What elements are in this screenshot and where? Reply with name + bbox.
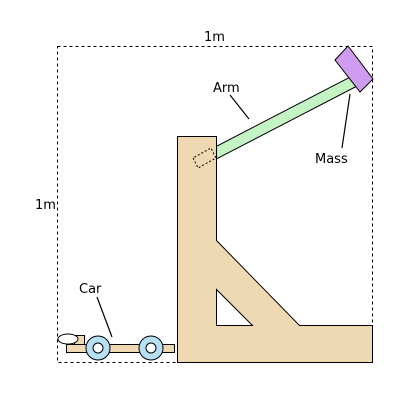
car-leader-line xyxy=(96,296,113,338)
car-label: Car xyxy=(79,282,102,297)
width-dimension-label: 1m xyxy=(204,30,225,45)
car-body xyxy=(66,344,175,353)
mass-label: Mass xyxy=(315,152,348,167)
mass-leader-line xyxy=(341,93,351,149)
arm-pivot-hidden xyxy=(192,147,217,169)
car-front-wheel xyxy=(85,335,111,361)
tower-frame xyxy=(177,136,373,363)
car-payload xyxy=(57,333,79,345)
car-rear-wheel xyxy=(138,335,164,361)
arm-label: Arm xyxy=(213,81,240,96)
arm-leader-line xyxy=(229,94,250,120)
height-dimension-label: 1m xyxy=(35,198,56,213)
mass xyxy=(334,45,374,93)
